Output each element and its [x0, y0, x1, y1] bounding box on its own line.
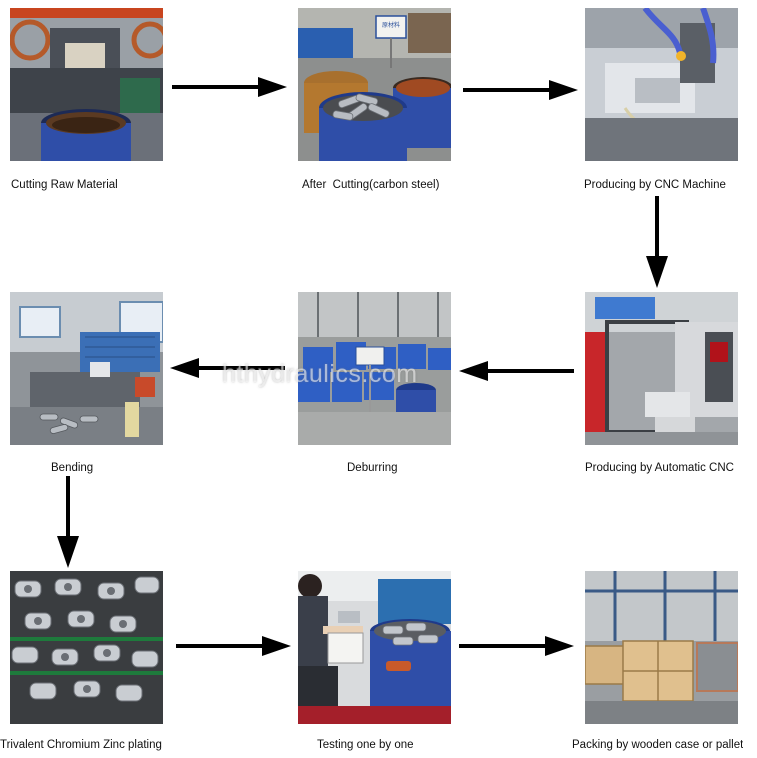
caption-automatic-cnc: Producing by Automatic CNC: [585, 462, 734, 474]
watermark-text: hthydraulics.com: [222, 360, 418, 388]
caption-after-cutting: After Cutting(carbon steel): [302, 179, 440, 191]
arrow-right-2: [463, 78, 578, 102]
photo-packing: [585, 571, 738, 724]
arrow-right-1: [172, 75, 287, 99]
photo-zinc-plating: [10, 571, 163, 724]
caption-cutting-raw-material: Cutting Raw Material: [11, 179, 118, 191]
sign-label: 原材料: [381, 22, 400, 29]
photo-cnc-machine: [585, 8, 738, 161]
caption-deburring: Deburring: [347, 462, 398, 474]
arrow-left-1: [170, 356, 285, 380]
photo-cutting-raw-material: [10, 8, 163, 161]
photo-automatic-cnc: [585, 292, 738, 445]
arrow-down-1: [645, 196, 669, 288]
arrow-right-3: [176, 634, 291, 658]
photo-deburring: [298, 292, 451, 445]
arrow-down-2: [56, 476, 80, 568]
arrow-right-4: [459, 634, 574, 658]
caption-bending: Bending: [51, 462, 94, 474]
photo-testing: [298, 571, 451, 724]
caption-testing: Testing one by one: [317, 739, 414, 751]
photo-after-cutting: 原材料: [298, 8, 451, 161]
caption-packing: Packing by wooden case or pallet: [572, 739, 744, 751]
caption-zinc-plating: Trivalent Chromium Zinc plating: [0, 739, 162, 751]
caption-cnc-machine: Producing by CNC Machine: [584, 179, 726, 191]
photo-bending: [10, 292, 163, 445]
arrow-left-2: [459, 359, 574, 383]
